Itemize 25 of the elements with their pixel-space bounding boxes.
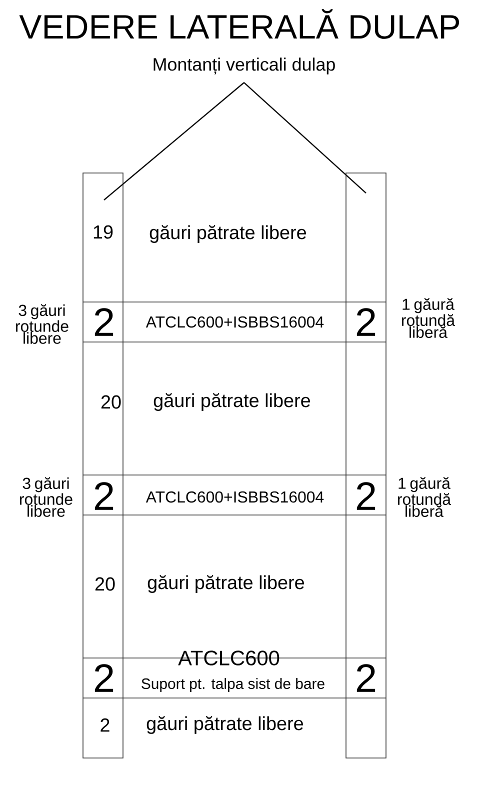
count-number: 2 (94, 664, 114, 692)
upright-bar (346, 172, 386, 758)
count-number: 2 (94, 308, 114, 336)
count-number: 2 (356, 664, 376, 692)
title: VEDERE LATERALĂ DULAP (19, 9, 460, 39)
count-number: 2 (356, 308, 376, 336)
count-number: 20 (95, 577, 115, 591)
hole-text: găuri pătrate libere (154, 393, 310, 411)
count-number: 2 (100, 718, 110, 732)
hole-text: găuri pătrate libere (150, 225, 306, 243)
upright-bar (82, 172, 124, 758)
count-number: 20 (101, 395, 121, 409)
leader-line (244, 82, 366, 194)
caption-text: Montanți verticali dulap (154, 58, 335, 74)
hole-text: găuri pătrate libere (146, 716, 304, 734)
part-code: ATCLC600+ISBBS16004 (146, 316, 324, 328)
count-number: 19 (94, 225, 113, 239)
part-description: Suport pt. talpa sist de bare (142, 678, 324, 692)
leader-line (104, 82, 244, 200)
part-code: ATCLC600+ISBBS16004 (146, 491, 324, 503)
side-note: 1 găură rotundă liberă (402, 298, 456, 338)
side-note: 3 găuri rotunde libere (16, 304, 68, 344)
hole-text: găuri pătrate libere (148, 575, 304, 593)
count-number: 2 (94, 482, 114, 510)
count-number: 2 (356, 482, 376, 510)
